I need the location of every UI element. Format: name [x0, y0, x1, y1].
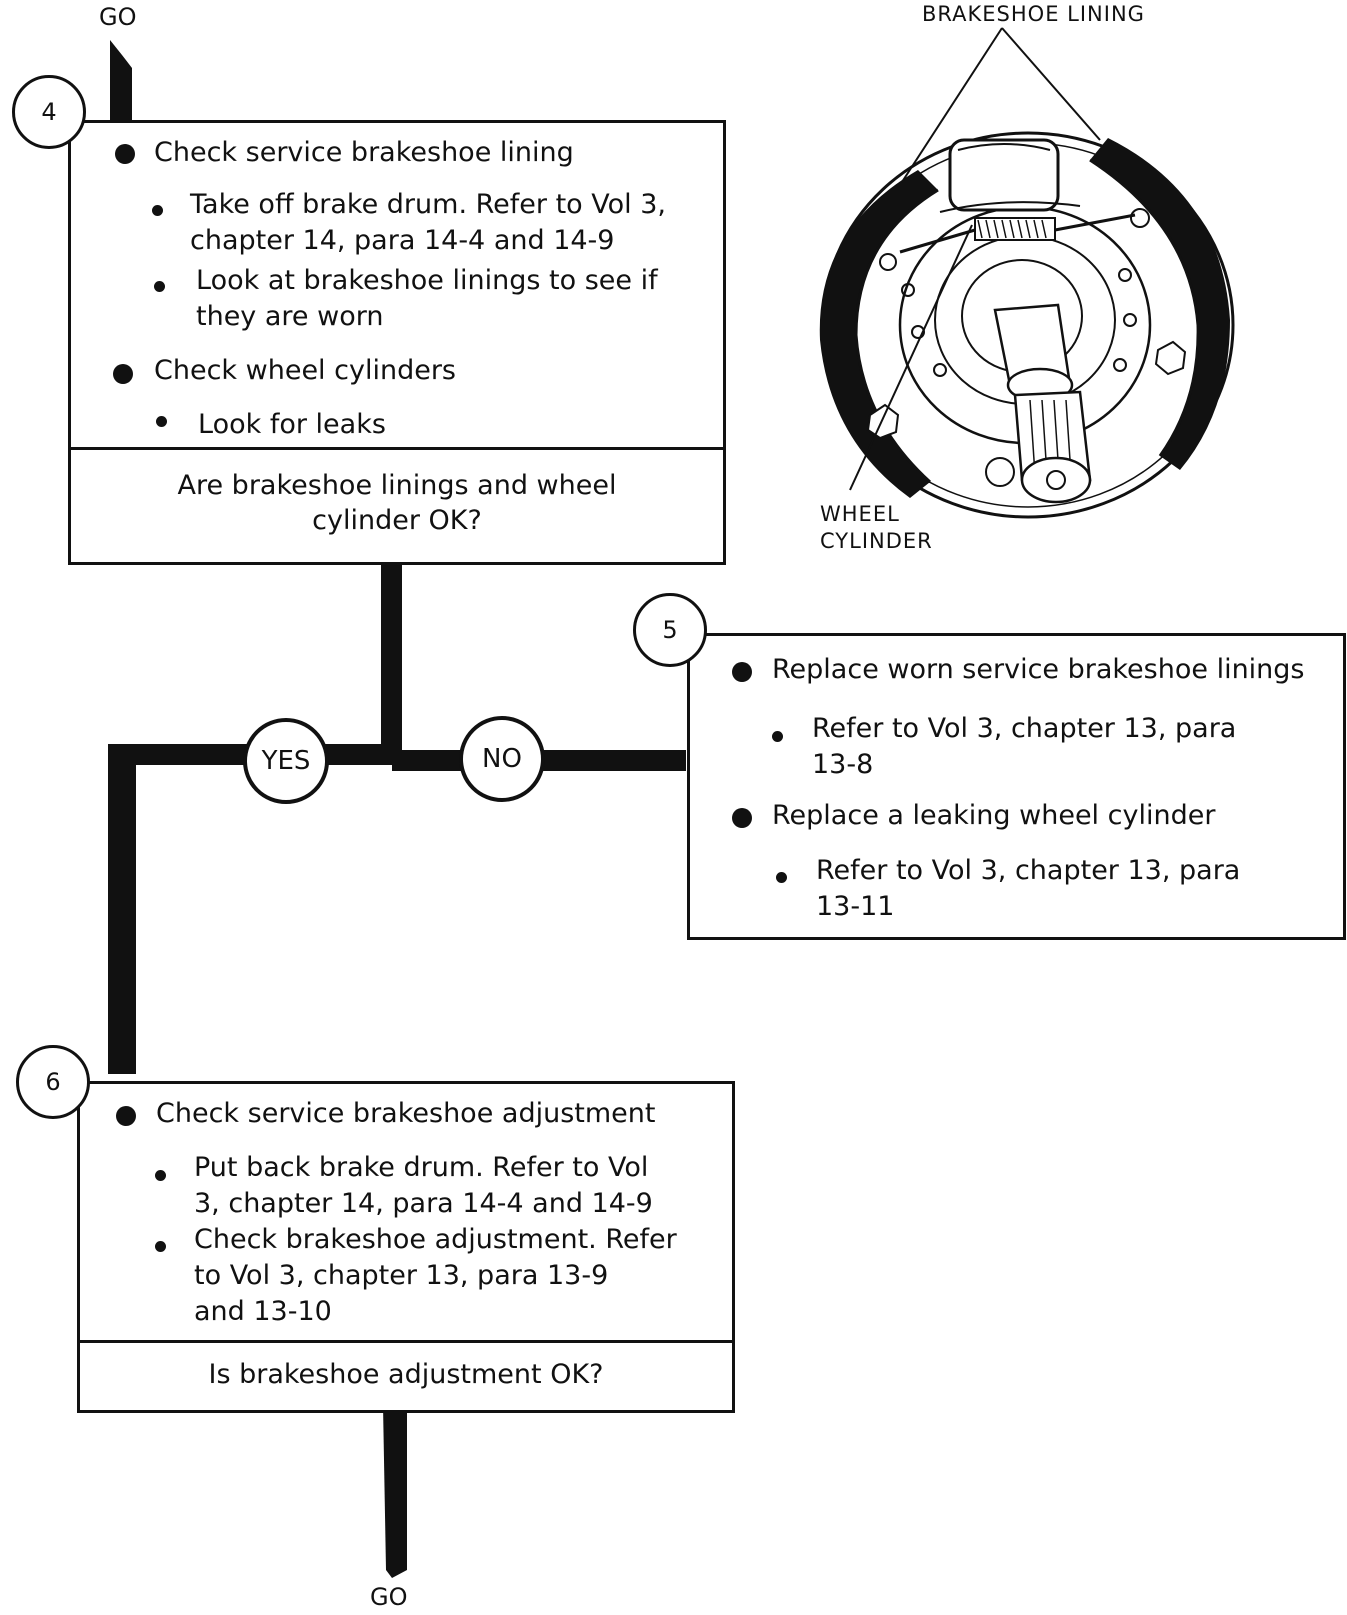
sub-bullet-icon — [154, 281, 165, 292]
step5-item1: Replace worn service brakeshoe linings — [772, 654, 1305, 685]
sub-bullet-icon — [156, 416, 167, 427]
flow-line-left-down — [108, 744, 136, 1074]
flow-line-go-out — [383, 1405, 407, 1578]
step5-item1-sub1-line1: Refer to Vol 3, chapter 13, para — [812, 713, 1237, 744]
step4-number: 4 — [12, 75, 86, 149]
step4-question-line1: Are brakeshoe linings and wheel — [177, 470, 617, 501]
step4-item1-sub1-line2: chapter 14, para 14-4 and 14-9 — [190, 225, 615, 256]
sub-bullet-icon — [776, 872, 787, 883]
step6-item1-sub2-line2: to Vol 3, chapter 13, para 13-9 — [194, 1260, 609, 1291]
step6-box: Check service brakeshoe adjustment Put b… — [77, 1081, 735, 1413]
step4-item1: Check service brakeshoe lining — [154, 137, 574, 168]
step6-item1: Check service brakeshoe adjustment — [156, 1098, 656, 1129]
step5-item2: Replace a leaking wheel cylinder — [772, 800, 1216, 831]
step5-item2-sub1-line2: 13-11 — [816, 891, 895, 922]
step4-item1-sub2-line2: they are worn — [196, 301, 384, 332]
brake-assembly-illustration — [819, 27, 1235, 519]
step4-item1-sub2-line1: Look at brakeshoe linings to see if — [196, 265, 658, 296]
step6-item1-sub2-line3: and 13-10 — [194, 1296, 332, 1327]
bullet-icon — [732, 662, 752, 682]
go-label-top: GO — [99, 3, 137, 31]
step5-item2-sub1-line1: Refer to Vol 3, chapter 13, para — [816, 855, 1241, 886]
left-brakeshoe-lining — [819, 170, 938, 498]
step4-question-line2: cylinder OK? — [312, 505, 482, 536]
step6-item1-sub2-line1: Check brakeshoe adjustment. Refer — [194, 1224, 677, 1255]
sub-bullet-icon — [772, 731, 783, 742]
step6-item1-sub1-line1: Put back brake drum. Refer to Vol — [194, 1152, 649, 1183]
sub-bullet-icon — [155, 1170, 166, 1181]
bullet-icon — [115, 144, 135, 164]
bullet-icon — [732, 808, 752, 828]
bullet-icon — [116, 1106, 136, 1126]
right-brakeshoe-lining — [1090, 138, 1230, 470]
sub-bullet-icon — [152, 205, 163, 216]
no-decision: NO — [459, 716, 545, 802]
wheel-cylinder-label-line2: CYLINDER — [820, 529, 933, 553]
step4-item1-sub1-line1: Take off brake drum. Refer to Vol 3, — [190, 189, 666, 220]
go-label-bottom: GO — [370, 1583, 408, 1611]
step6-number: 6 — [16, 1045, 90, 1119]
flow-line-go-in — [110, 40, 132, 122]
step4-question: Are brakeshoe linings and wheel cylinder… — [71, 447, 723, 562]
step4-item2-sub1: Look for leaks — [198, 409, 386, 440]
step5-box: Replace worn service brakeshoe linings R… — [687, 633, 1346, 940]
wheel-cylinder-label-line1: WHEEL — [820, 502, 900, 526]
step6-question: Is brakeshoe adjustment OK? — [80, 1340, 732, 1410]
step5-number: 5 — [633, 593, 707, 667]
lining-leader-line — [901, 27, 1101, 183]
step4-box: Check service brakeshoe lining Take off … — [68, 120, 726, 565]
step5-item1-sub1-line2: 13-8 — [812, 749, 874, 780]
yes-decision: YES — [243, 718, 329, 804]
brakeshoe-lining-label: BRAKESHOE LINING — [922, 2, 1145, 26]
wheel-cylinder — [948, 138, 1060, 212]
step4-item2: Check wheel cylinders — [154, 355, 456, 386]
flow-line-step4-down — [381, 560, 402, 752]
cylinder-leader-line — [849, 224, 973, 491]
bullet-icon — [113, 364, 133, 384]
step6-item1-sub1-line2: 3, chapter 14, para 14-4 and 14-9 — [194, 1188, 653, 1219]
sub-bullet-icon — [155, 1241, 166, 1252]
